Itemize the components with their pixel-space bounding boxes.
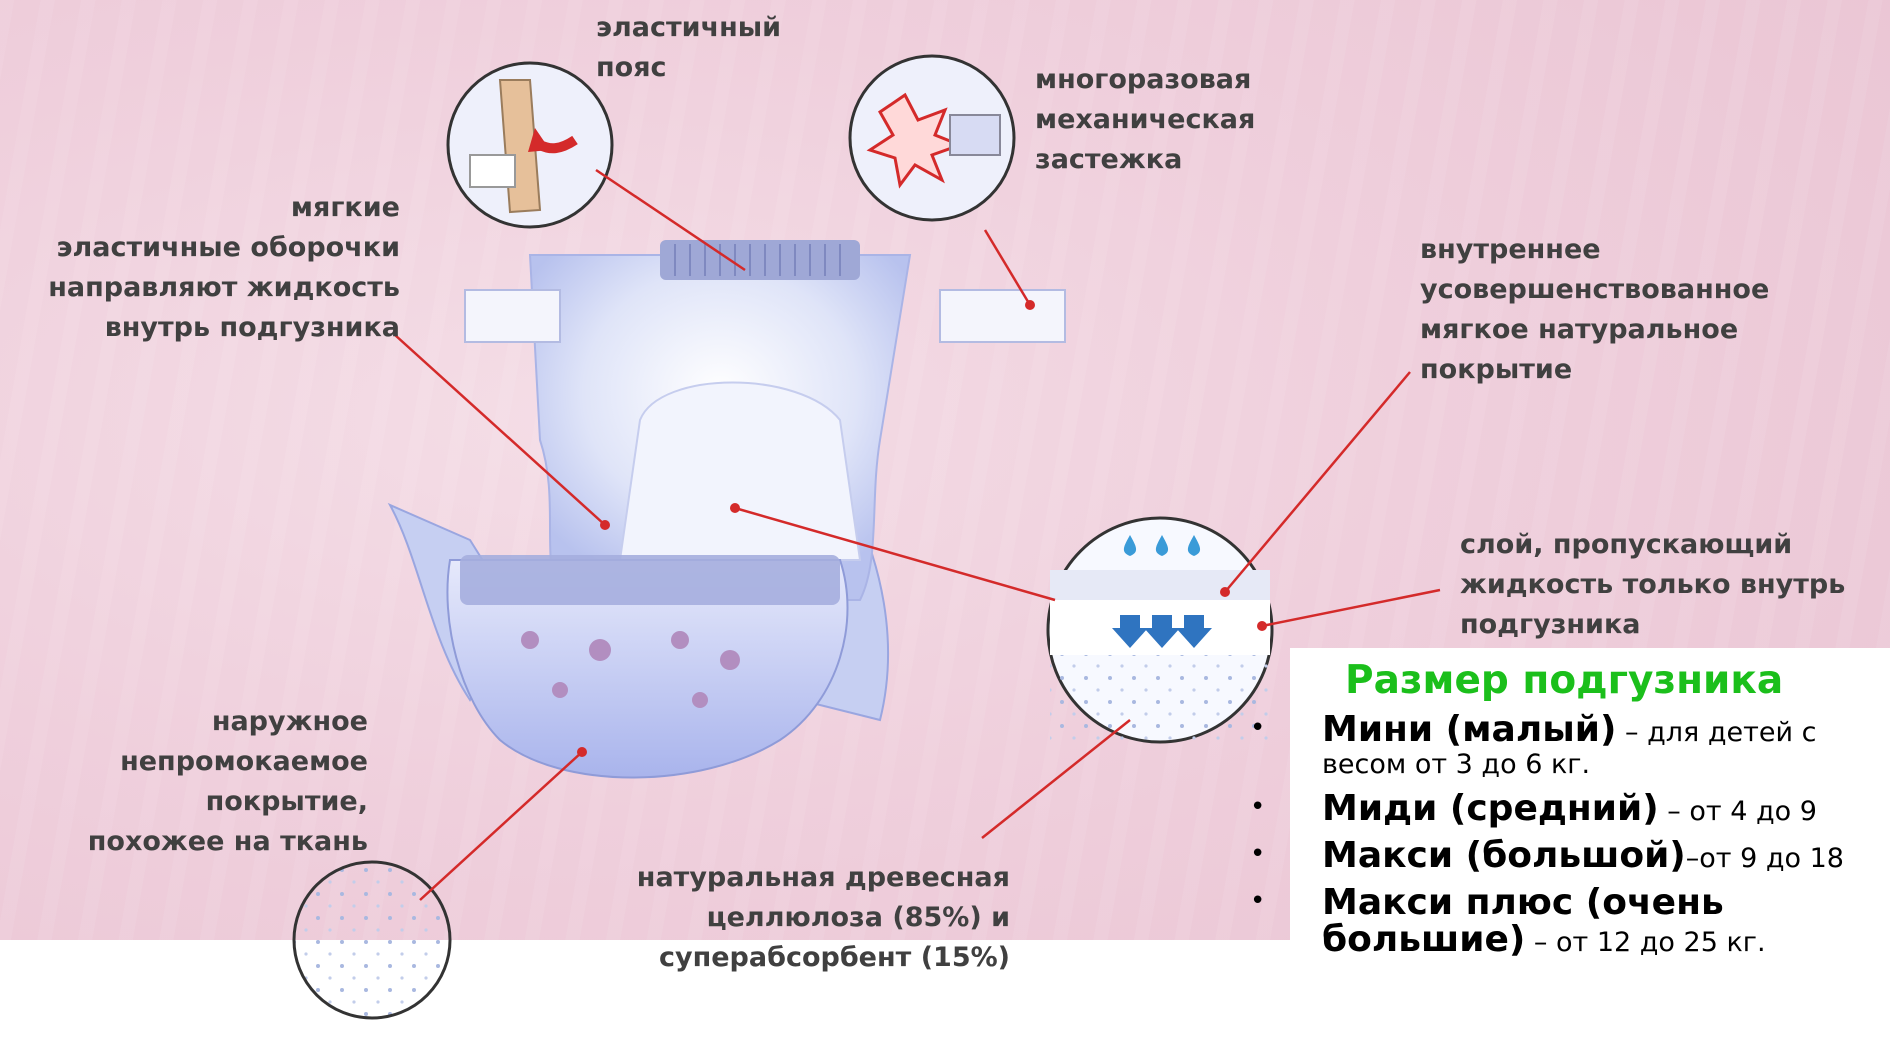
outer-cover-detail-circle (294, 862, 450, 1018)
size-name: Мини (малый) (1322, 709, 1616, 750)
bullet: • (1250, 791, 1265, 823)
size-item: •Макси плюс (очень большие) – от 12 до 2… (1250, 885, 1890, 959)
label-transfer-layer: слой, пропускающий жидкость только внутр… (1460, 525, 1845, 645)
size-desc: –от 9 до 18 (1686, 843, 1844, 874)
size-name: Миди (средний) (1322, 788, 1659, 829)
side-tab-right (940, 290, 1065, 342)
layers-detail-circle (1048, 518, 1272, 745)
leader-inner (1225, 372, 1410, 592)
size-name: Макси (большой) (1322, 835, 1686, 876)
bullet: • (1250, 712, 1265, 744)
size-desc: – от 12 до 25 кг. (1525, 927, 1765, 958)
size-item: • Макси (большой)–от 9 до 18 (1250, 838, 1890, 875)
label-inner-cover: внутреннее усовершенствованное мягкое на… (1420, 230, 1769, 390)
side-tab-left (465, 290, 560, 342)
size-title: Размер подгузника (1345, 658, 1783, 703)
label-outer-cover: наружное непромокаемое покрытие, похожее… (0, 702, 368, 862)
front-elastic (460, 555, 840, 605)
leader-outer (420, 752, 582, 900)
label-absorbent-core: натуральная древесная целлюлоза (85%) и … (560, 858, 1010, 978)
diaper-illustration (390, 240, 1065, 778)
belt-detail-circle (448, 63, 612, 227)
size-list: •Мини (малый) – для детей с весом от 3 д… (1250, 712, 1890, 969)
bullet: • (1250, 885, 1265, 917)
label-fastener: многоразовая механическая застежка (1035, 60, 1255, 180)
size-desc: – от 4 до 9 (1659, 796, 1817, 827)
size-item: • Миди (средний) – от 4 до 9 (1250, 791, 1890, 828)
label-elastic-belt: эластичный пояс (596, 8, 781, 88)
bullet: • (1250, 838, 1265, 870)
fastener-detail-circle (850, 56, 1014, 220)
size-item: •Мини (малый) – для детей с весом от 3 д… (1250, 712, 1890, 781)
leader-layer (1262, 590, 1440, 626)
label-elastic-cuffs: мягкие эластичные оборочки направляют жи… (0, 188, 400, 348)
